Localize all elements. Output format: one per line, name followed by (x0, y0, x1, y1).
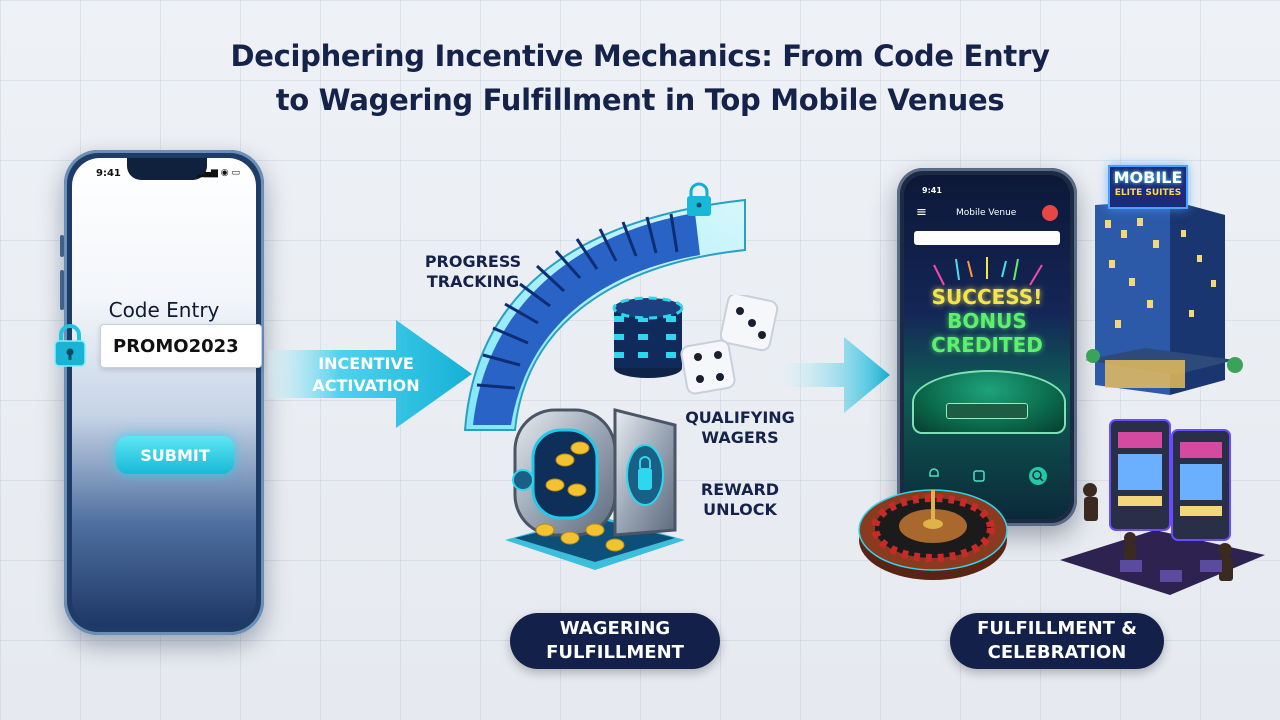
status-time-right: 9:41 (922, 186, 942, 195)
app-title: Mobile Venue (956, 208, 1017, 218)
success-message: SUCCESS! BONUS CREDITED (931, 285, 1043, 357)
code-entry-phone: 9:41 ▂▄▆ ◉ ▭ Code Entry (64, 150, 264, 635)
lock-icon (54, 324, 86, 367)
title-line-2: to Wagering Fulfillment in Top Mobile Ve… (275, 83, 1005, 117)
promo-code-input[interactable]: PROMO2023 (100, 324, 262, 368)
phone-side-button (60, 235, 64, 257)
roulette-wheel-icon (858, 489, 1008, 580)
reward-unlock-label: REWARD UNLOCK (700, 480, 780, 519)
page-title: Deciphering Incentive Mechanics: From Co… (0, 34, 1280, 122)
building-sign: MOBILE ELITE SUITES (1108, 165, 1188, 209)
casino-chips-icon (612, 296, 684, 378)
nav-menu-icon (973, 470, 985, 482)
nav-lock-icon (929, 468, 939, 477)
signal-battery-icon: ▂▄▆ ◉ ▭ (197, 168, 240, 178)
code-entry-label: Code Entry (108, 298, 220, 322)
avatar[interactable] (1042, 205, 1058, 221)
casino-table-graphic (912, 370, 1066, 434)
activation-arrow (268, 320, 472, 428)
balance-bar (914, 231, 1060, 245)
hotel-building-icon (1085, 200, 1243, 395)
status-time: 9:41 (96, 168, 121, 179)
title-line-1: Deciphering Incentive Mechanics: From Co… (230, 39, 1050, 73)
wagering-fulfillment-pill: WAGERING FULFILLMENT (510, 613, 720, 669)
progress-tracking-arc (463, 182, 746, 431)
code-entry-screen: 9:41 ▂▄▆ ◉ ▭ Code Entry (72, 158, 256, 627)
progress-tracking-label: PROGRESS TRACKING (424, 252, 522, 291)
qualifying-wagers-label: QUALIFYING WAGERS (685, 408, 795, 447)
slot-machines-icon (1060, 419, 1265, 595)
fulfillment-celebration-pill: FULFILLMENT & CELEBRATION (950, 613, 1164, 669)
bottom-nav (929, 467, 1047, 485)
mobile-venue-screen: 9:41 ≡ Mobile Venue SUCCESS! BONUS CREDI… (904, 175, 1070, 519)
claim-button[interactable] (946, 403, 1028, 419)
dice-icon (680, 295, 779, 395)
fulfillment-arrow (782, 337, 890, 413)
submit-button[interactable]: SUBMIT (116, 436, 234, 474)
hamburger-menu-icon[interactable]: ≡ (916, 205, 927, 220)
phone-volume-button (60, 270, 64, 310)
phone-notch (127, 158, 207, 180)
incentive-activation-label: INCENTIVE ACTIVATION (312, 354, 420, 395)
progress-lock-icon (687, 182, 711, 216)
vault-icon (505, 408, 685, 570)
confetti-burst-icon (933, 257, 1043, 286)
mobile-venue-phone: 9:41 ≡ Mobile Venue SUCCESS! BONUS CREDI… (897, 168, 1077, 526)
